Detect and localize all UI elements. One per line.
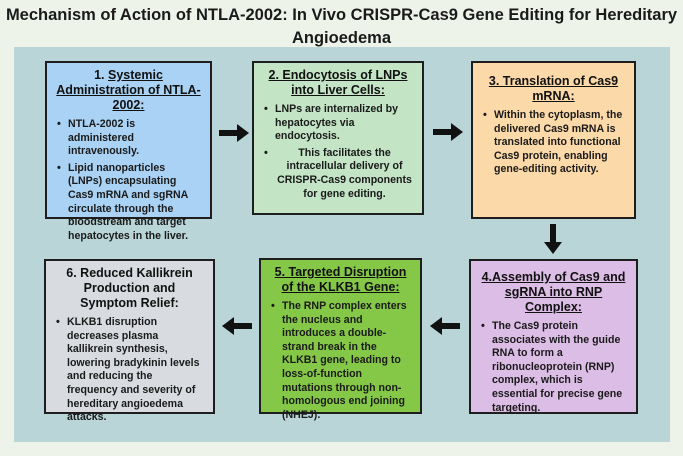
- arrow-down-icon: [544, 224, 562, 254]
- title-line-2: Angioedema: [291, 29, 392, 47]
- step-1-heading: 1. Systemic Administration of NTLA-2002:: [55, 68, 202, 113]
- step-1-number: 1.: [94, 68, 108, 82]
- step-4-bullets: The Cas9 protein associates with the gui…: [479, 320, 628, 415]
- step-3-box: 3. Translation of Cas9 mRNA: Within the …: [471, 61, 636, 219]
- step-5-box: 5. Targeted Disruption of the KLKB1 Gene…: [259, 258, 422, 421]
- arrow-right-icon: [433, 123, 463, 141]
- step-1-heading-text: Systemic Administration of NTLA-2002:: [56, 68, 201, 112]
- step-2-bullets: LNPs are internalized by hepatocytes via…: [262, 103, 414, 201]
- arrow-left-icon: [222, 317, 252, 335]
- arrow-right-icon: [219, 124, 249, 142]
- step-5-heading: 5. Targeted Disruption of the KLKB1 Gene…: [274, 265, 407, 294]
- step-3-bullets: Within the cytoplasm, the delivered Cas9…: [481, 109, 626, 177]
- step-4-bullet-1: The Cas9 protein associates with the gui…: [481, 320, 628, 415]
- step-1-box: 1. Systemic Administration of NTLA-2002:…: [45, 61, 212, 242]
- step-6-heading: 6. Reduced Kallikrein Production and Sym…: [66, 266, 193, 310]
- step-2-bullet-1: LNPs are internalized by hepatocytes via…: [264, 103, 414, 144]
- step-2-box: 2. Endocytosis of LNPs into Liver Cells:…: [252, 61, 424, 215]
- step-5-bullet-1: The RNP complex enters the nucleus and i…: [271, 300, 412, 422]
- step-6-box: 6. Reduced Kallikrein Production and Sym…: [44, 259, 215, 423]
- step-1-bullet-2: Lipid nanoparticles (LNPs) encapsulating…: [57, 162, 202, 244]
- step-1-bullets: NTLA-2002 is administered intravenously.…: [55, 118, 202, 243]
- diagram-title: Mechanism of Action of NTLA-2002: In Viv…: [0, 4, 683, 50]
- step-3-heading: 3. Translation of Cas9 mRNA:: [488, 74, 619, 103]
- step-4-box: 4.Assembly of Cas9 and sgRNA into RNP Co…: [469, 259, 638, 414]
- step-5-bullets: The RNP complex enters the nucleus and i…: [269, 300, 412, 422]
- step-2-bullet-2: This facilitates the intracellular deliv…: [264, 147, 414, 201]
- arrow-left-icon: [430, 317, 460, 335]
- title-line-1: Mechanism of Action of NTLA-2002: In Viv…: [5, 6, 678, 24]
- step-4-heading: 4.Assembly of Cas9 and sgRNA into RNP Co…: [481, 270, 626, 314]
- step-6-bullet-1: KLKB1 disruption decreases plasma kallik…: [56, 316, 205, 425]
- step-6-bullets: KLKB1 disruption decreases plasma kallik…: [54, 316, 205, 425]
- step-2-heading: 2. Endocytosis of LNPs into Liver Cells:: [268, 68, 408, 97]
- step-1-bullet-1: NTLA-2002 is administered intravenously.: [57, 118, 202, 159]
- step-3-bullet-1: Within the cytoplasm, the delivered Cas9…: [483, 109, 626, 177]
